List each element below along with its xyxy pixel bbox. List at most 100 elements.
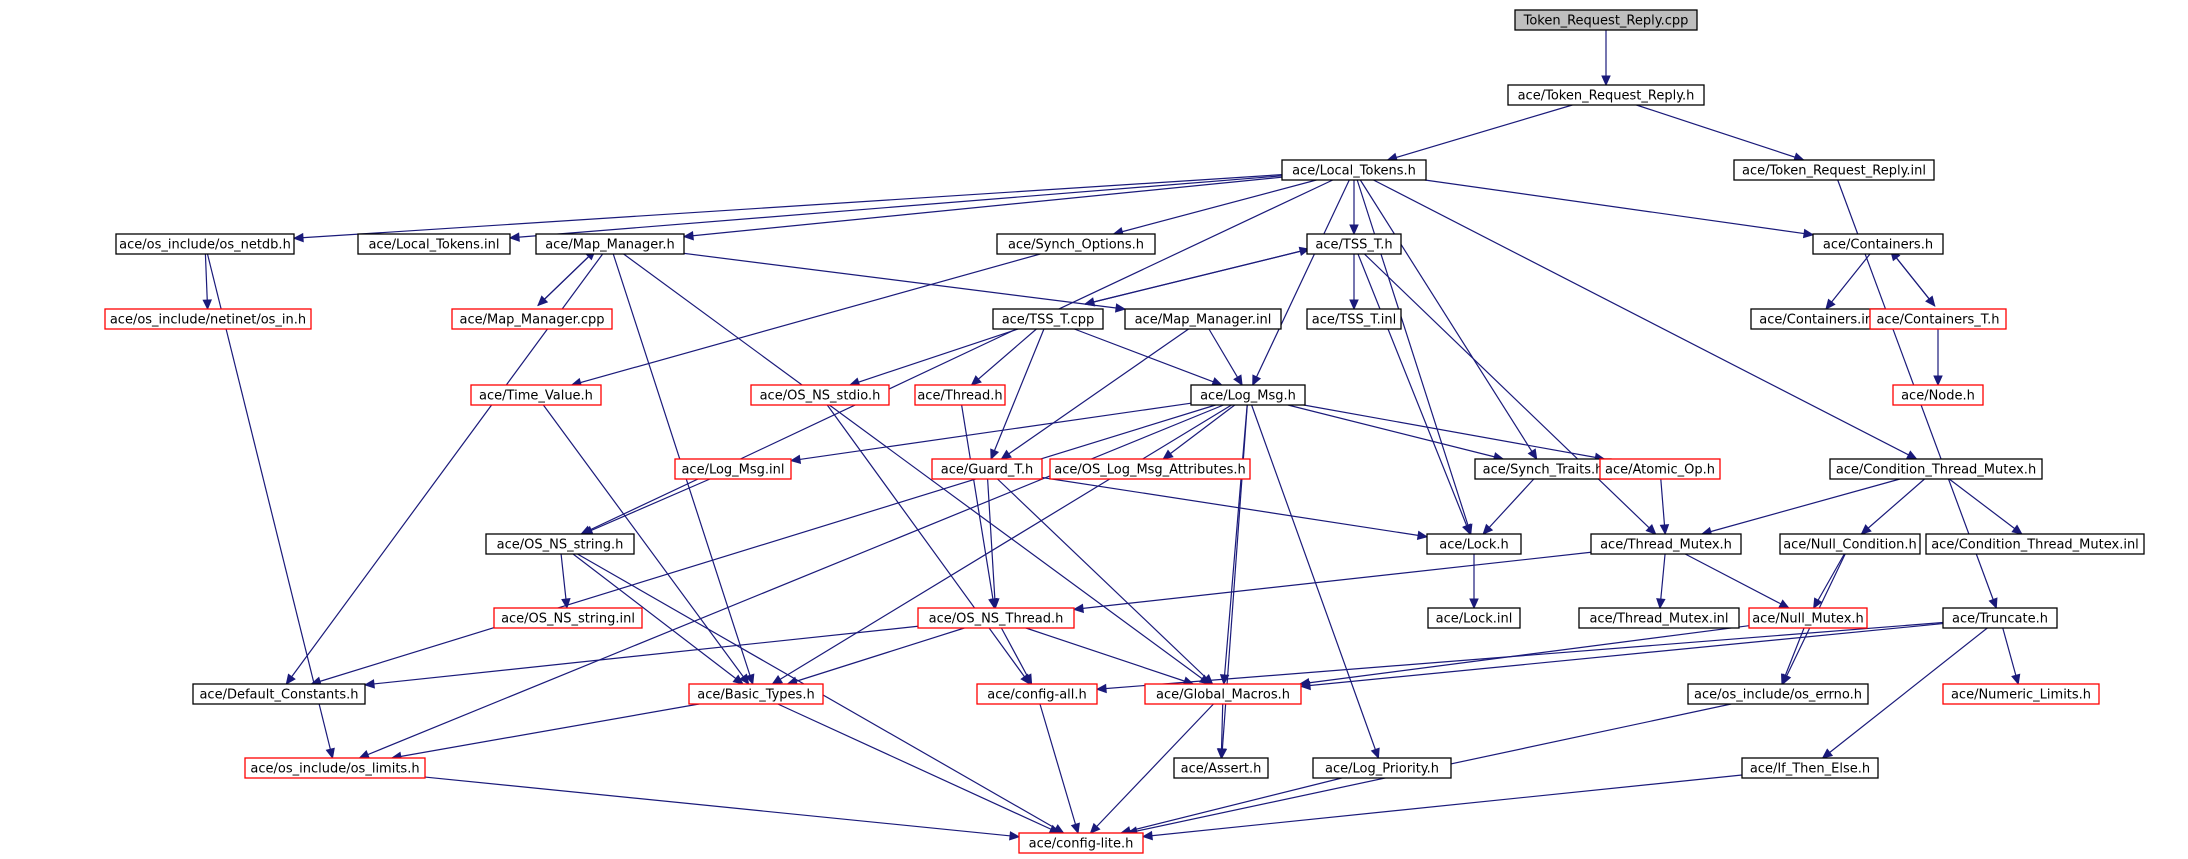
node-label: ace/Condition_Thread_Mutex.inl [1931,538,2139,553]
edge-local-tokens-h-to-log-msg-h [1252,179,1350,386]
node-log-msg-inl[interactable]: ace/Log_Msg.inl [674,458,792,480]
node-default-constants[interactable]: ace/Default_Constants.h [192,683,366,705]
node-label: ace/config-lite.h [1029,837,1134,852]
edge-arrowhead [1072,603,1084,614]
edge-arrowhead [1462,523,1471,536]
node-synch-options[interactable]: ace/Synch_Options.h [996,233,1156,255]
node-local-tokens-inl[interactable]: ace/Local_Tokens.inl [357,233,511,255]
node-tss-t-cpp[interactable]: ace/TSS_T.cpp [992,308,1104,330]
edge-arrowhead [1216,748,1227,760]
node-os-limits[interactable]: ace/os_include/os_limits.h [244,757,426,779]
edge-time-value-to-basic-types [542,404,750,685]
edge-log-msg-inl-to-os-ns-string-h [582,478,711,535]
node-map-manager-h[interactable]: ace/Map_Manager.h [535,233,685,255]
edge-thread-h-to-os-ns-thread [961,404,995,609]
node-os-ns-string-h[interactable]: ace/OS_NS_string.h [485,533,635,555]
edge-synch-options-to-time-value [571,253,1041,386]
node-os-ns-thread[interactable]: ace/OS_NS_Thread.h [917,607,1075,629]
node-tss-t-h[interactable]: ace/TSS_T.h [1306,233,1402,255]
node-time-value[interactable]: ace/Time_Value.h [470,384,602,406]
node-thread-h[interactable]: ace/Thread.h [914,384,1006,406]
node-label: ace/Token_Request_Reply.inl [1742,164,1926,179]
edge-arrowhead [1252,374,1262,387]
edge-global-macros-to-config-lite [1090,703,1214,834]
node-os-errno[interactable]: ace/os_include/os_errno.h [1687,683,1869,705]
node-global-macros[interactable]: ace/Global_Macros.h [1144,683,1302,705]
node-os-ns-stdio[interactable]: ace/OS_NS_stdio.h [750,384,890,406]
edge-log-msg-h-to-default-constants [311,404,1216,685]
node-os-in[interactable]: ace/os_include/netinet/os_in.h [104,308,312,330]
node-box [104,308,312,330]
node-os-netdb[interactable]: ace/os_include/os_netdb.h [115,233,295,255]
node-box [914,384,1006,406]
edge-arrowhead [1780,673,1790,686]
edge-arrowhead [732,674,744,685]
edge-arrowhead [1905,450,1918,460]
node-box [976,683,1098,705]
edge-guard-t-to-lock-h [1041,476,1428,538]
node-box [1426,533,1522,555]
node-label: ace/Thread.h [917,389,1002,404]
node-lock-h[interactable]: ace/Lock.h [1426,533,1522,555]
edge-arrowhead [1860,524,1872,535]
node-label: ace/TSS_T.inl [1312,313,1396,328]
edge-log-msg-h-to-basic-types [772,404,1232,685]
node-label: ace/Synch_Traits.h [1483,463,1604,478]
edge-trr-h-to-local-tokens-h [1387,104,1573,161]
node-tss-t-inl[interactable]: ace/TSS_T.inl [1306,308,1402,330]
edge-arrowhead [990,448,1000,461]
node-trr-inl[interactable]: ace/Token_Request_Reply.inl [1733,159,1935,181]
edge-map-manager-cpp-to-map-manager-h [537,249,596,306]
edge-arrowhead [1349,299,1359,311]
edge-arrowhead [292,232,304,243]
node-config-lite[interactable]: ace/config-lite.h [1018,832,1144,854]
node-config-all[interactable]: ace/config-all.h [976,683,1098,705]
edge-local-tokens-h-to-cond-thread-mutex [1373,179,1917,460]
node-map-manager-inl[interactable]: ace/Map_Manager.inl [1124,308,1282,330]
node-cond-thread-mutex-inl[interactable]: ace/Condition_Thread_Mutex.inl [1925,533,2145,555]
node-synch-traits[interactable]: ace/Synch_Traits.h [1474,458,1612,480]
node-atomic-op[interactable]: ace/Atomic_Op.h [1599,458,1721,480]
node-map-manager-cpp[interactable]: ace/Map_Manager.cpp [451,308,613,330]
node-label: ace/Lock.inl [1436,612,1513,627]
node-box [1942,607,2058,629]
node-label: ace/OS_NS_Thread.h [929,612,1064,627]
node-null-mutex[interactable]: ace/Null_Mutex.h [1748,607,1868,629]
edge-log-msg-h-to-os-limits [359,404,1224,759]
edge-thread-mutex-h-to-os-ns-thread [1073,551,1592,610]
node-os-ns-string-inl[interactable]: ace/OS_NS_string.inl [493,607,643,629]
node-box [1306,308,1402,330]
node-containers-h[interactable]: ace/Containers.h [1812,233,1944,255]
node-label: ace/Null_Mutex.h [1752,612,1864,627]
node-box [1018,832,1144,854]
node-box [493,607,643,629]
node-assert-h[interactable]: ace/Assert.h [1173,757,1269,779]
node-log-msg-h[interactable]: ace/Log_Msg.h [1190,384,1306,406]
node-trr-h[interactable]: ace/Token_Request_Reply.h [1507,84,1705,106]
node-truncate[interactable]: ace/Truncate.h [1942,607,2058,629]
edge-arrowhead [745,673,755,686]
node-thread-mutex-h[interactable]: ace/Thread_Mutex.h [1590,533,1742,555]
node-lock-inl[interactable]: ace/Lock.inl [1427,607,1521,629]
node-containers-inl[interactable]: ace/Containers.inl [1750,308,1886,330]
node-label: ace/Containers.h [1823,238,1933,253]
edge-arrowhead [1813,597,1823,610]
edge-config-all-to-config-lite [1039,703,1079,834]
node-box [470,384,602,406]
node-numeric-limits[interactable]: ace/Numeric_Limits.h [1942,683,2100,705]
node-null-condition[interactable]: ace/Null_Condition.h [1779,533,1921,555]
node-guard-t[interactable]: ace/Guard_T.h [931,458,1043,480]
node-box [1190,384,1306,406]
edge-arrowhead [1095,683,1107,694]
node-if-then-else[interactable]: ace/If_Then_Else.h [1741,757,1879,779]
node-basic-types[interactable]: ace/Basic_Types.h [688,683,824,705]
node-local-tokens-h[interactable]: ace/Local_Tokens.h [1281,159,1427,181]
node-log-priority[interactable]: ace/Log_Priority.h [1312,757,1452,779]
node-box [1829,458,2043,480]
node-os-log-msg-attr[interactable]: ace/OS_Log_Msg_Attributes.h [1049,458,1251,480]
node-containers-t[interactable]: ace/Containers_T.h [1869,308,2007,330]
node-root[interactable]: Token_Request_Reply.cpp [1514,9,1698,31]
node-cond-thread-mutex[interactable]: ace/Condition_Thread_Mutex.h [1829,458,2043,480]
node-node-h[interactable]: ace/Node.h [1892,384,1984,406]
node-thread-mutex-inl[interactable]: ace/Thread_Mutex.inl [1578,607,1740,629]
